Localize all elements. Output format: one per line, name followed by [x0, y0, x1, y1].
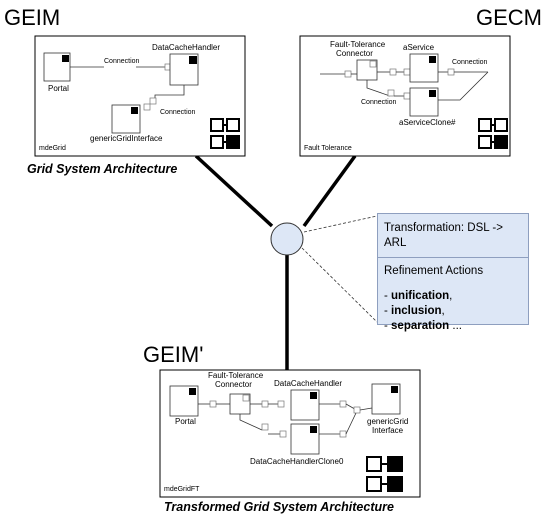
geim-prime-label: GEIM': [143, 342, 203, 367]
geim-panel-footer: mdeGrid: [39, 145, 66, 152]
t-wire-7: [359, 407, 373, 411]
t-data-cache-handler-clone-marker: [310, 426, 317, 433]
portal-component-marker: [62, 55, 69, 62]
gecm-wire-6: [438, 71, 489, 101]
gecm-ft-connector-line2: Connector: [336, 49, 373, 58]
gecm-port-1: [389, 68, 397, 76]
t-port-4: [339, 400, 347, 408]
gecm-port-4: [387, 89, 395, 97]
a-service-clone-label: aServiceClone#: [399, 118, 456, 127]
t-port-5: [353, 406, 361, 414]
t-portal-marker: [189, 388, 196, 395]
t-data-cache-handler-label: DataCacheHandler: [274, 379, 342, 388]
composite-icon: [210, 118, 240, 149]
a-service-marker: [429, 56, 436, 63]
grid-system-caption: Grid System Architecture: [27, 162, 177, 176]
t-port-7: [279, 430, 287, 438]
data-cache-handler-marker: [189, 56, 197, 64]
refinement-action-item: - unification,: [384, 289, 522, 304]
gecm-port-left: [344, 70, 352, 78]
portal-label: Portal: [48, 84, 69, 93]
dash-bottom: [301, 247, 378, 323]
t-generic-grid-marker: [391, 386, 398, 393]
geim-connection-1-label: Connection: [104, 58, 140, 65]
dash-top: [303, 215, 378, 233]
t-port-2: [261, 400, 269, 408]
geim-connection-2-label: Connection: [160, 109, 196, 116]
a-service-clone-marker: [429, 90, 436, 97]
composite-icon: [366, 456, 403, 492]
item-bold: inclusion: [391, 305, 442, 317]
item-bold: separation: [391, 320, 450, 332]
gecm-panel: Fault-Tolerance Connector aService Conne…: [299, 35, 511, 157]
composite-icon: [478, 118, 508, 149]
t-port-1: [209, 400, 217, 408]
transformation-title: Transformation: DSL -> ARL: [378, 214, 528, 258]
transformed-panel-footer: mdeGridFT: [164, 486, 200, 493]
gecm-port-2: [403, 68, 411, 76]
data-cache-handler-label: DataCacheHandler: [152, 43, 220, 52]
gecm-ft-connector-line1: Fault-Tolerance: [330, 40, 386, 49]
item-suffix: ,: [441, 305, 445, 317]
t-data-cache-handler-clone-label: DataCacheHandlerClone0: [250, 457, 344, 466]
item-prefix: -: [384, 320, 392, 332]
edge-geim-to-hub: [194, 154, 274, 228]
edge-gecm-to-hub: [302, 154, 357, 228]
gecm-connection-2-label: Connection: [361, 99, 397, 106]
gecm-label: GECM: [476, 5, 542, 30]
generic-grid-interface-label: genericGridInterface: [90, 134, 163, 143]
geim-wire-3: [154, 85, 185, 100]
t-wire-11: [345, 412, 357, 435]
gecm-port-5: [403, 92, 411, 100]
t-generic-grid-line1: genericGrid: [367, 417, 408, 426]
item-suffix: ,: [449, 290, 453, 302]
t-ft-connector-line2: Connector: [215, 380, 252, 389]
gecm-panel-footer: Fault Tolerance: [304, 145, 352, 152]
item-prefix: -: [384, 305, 392, 317]
gecm-connection-1-label: Connection: [452, 59, 488, 66]
t-port-6: [261, 423, 269, 431]
geim-port-3: [143, 103, 151, 111]
refinement-action-item: - separation ...: [384, 319, 522, 334]
geim-port-2: [149, 97, 157, 105]
transformation-box: Transformation: DSL -> ARL Refinement Ac…: [377, 213, 529, 332]
item-bold: unification: [391, 290, 450, 302]
geim-port-1: [164, 63, 171, 71]
transformed-caption: Transformed Grid System Architecture: [164, 500, 394, 514]
geim-label: GEIM: [4, 5, 60, 30]
geim-panel: Portal Connection DataCacheHandler Conne…: [34, 35, 246, 157]
a-service-label: aService: [403, 43, 435, 52]
refinement-action-item: - inclusion,: [384, 304, 522, 319]
gecm-ft-connector-marker: [369, 60, 377, 68]
gecm-wire-7: [366, 80, 391, 97]
t-ft-connector-marker: [242, 394, 250, 402]
transformation-hub: [270, 222, 304, 256]
item-suffix: ...: [449, 320, 462, 332]
t-portal-label: Portal: [175, 417, 196, 426]
t-wire-8: [239, 414, 263, 431]
refinement-actions-heading: Refinement Actions: [384, 265, 484, 277]
t-port-3: [277, 400, 285, 408]
gecm-port-3: [447, 68, 455, 76]
refinement-actions-panel: Refinement Actions - unification, - incl…: [378, 258, 528, 340]
t-data-cache-handler-marker: [310, 392, 317, 399]
transformed-panel: Portal Fault-Tolerance Connector DataCac…: [159, 369, 421, 498]
t-ft-connector-line1: Fault-Tolerance: [208, 371, 264, 380]
t-generic-grid-line2: Interface: [372, 426, 404, 435]
generic-grid-interface-marker: [131, 107, 138, 114]
t-port-8: [339, 430, 347, 438]
item-prefix: -: [384, 290, 392, 302]
